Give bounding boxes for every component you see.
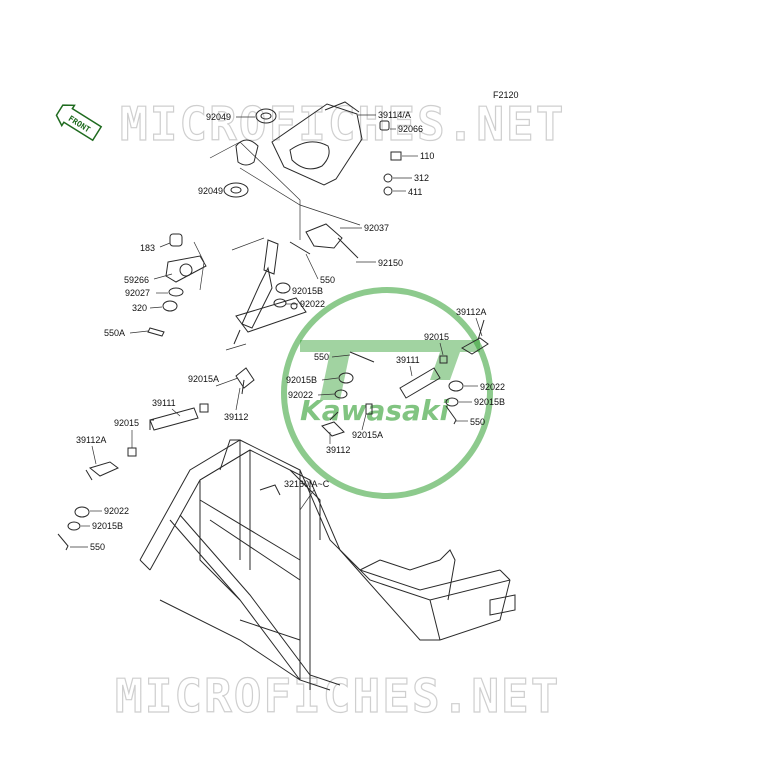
part-label: 92066 <box>398 124 423 134</box>
part-label: 92037 <box>364 223 389 233</box>
part-label: 550 <box>314 352 329 362</box>
part-label: 550 <box>90 542 105 552</box>
part-label: 39112A <box>456 307 486 317</box>
part-label: 92015A <box>352 430 383 440</box>
handlebar-holder-assembly <box>209 101 402 259</box>
part-label: 92049 <box>206 112 231 122</box>
part-label: 312 <box>414 173 429 183</box>
part-labels: 92049 39114/A 92066 110 312 411 92049 92… <box>70 110 505 552</box>
part-label: 92015 <box>114 418 139 428</box>
part-label: 92015B <box>286 375 317 385</box>
watermark-bottom: MICROFICHES.NET <box>115 669 560 723</box>
part-label: 92015B <box>292 286 323 296</box>
part-label: 550 <box>320 275 335 285</box>
part-label: 92015A <box>188 374 219 384</box>
part-label: 39112 <box>326 445 350 455</box>
front-arrow-icon: FRONT <box>55 104 103 142</box>
frame <box>139 439 516 691</box>
part-label: 92022 <box>104 506 129 516</box>
part-label: 92015B <box>474 397 505 407</box>
part-label: 92022 <box>480 382 505 392</box>
part-label: 59266 <box>124 275 149 285</box>
tie-rod-parts-left <box>57 241 311 551</box>
watermark-top: MICROFICHES.NET <box>120 97 565 151</box>
part-label: 92015B <box>92 521 123 531</box>
part-label: 550 <box>470 417 485 427</box>
part-label: 39112A <box>76 435 106 445</box>
part-label: 110 <box>420 151 434 161</box>
part-label: 32160/A~C <box>284 479 330 489</box>
part-label: 550A <box>104 328 125 338</box>
part-label: 92015 <box>424 332 449 342</box>
part-label: 92027 <box>125 288 150 298</box>
part-label: 183 <box>140 243 155 253</box>
part-label: 92150 <box>378 258 403 268</box>
figure-code: F2120 <box>493 90 519 100</box>
part-label: 92022 <box>300 299 325 309</box>
part-label: 92022 <box>288 390 313 400</box>
part-label: 39114/A <box>378 110 411 120</box>
bearing-housing <box>147 233 207 337</box>
kawasaki-logo: Kawasaki <box>281 287 493 499</box>
part-label: 39111 <box>152 398 176 408</box>
part-label: 320 <box>132 303 147 313</box>
part-label: 39111 <box>396 355 420 365</box>
logo-wordmark: Kawasaki <box>300 394 450 427</box>
part-label: 92049 <box>198 186 223 196</box>
steering-shaft <box>225 237 307 351</box>
part-label: 39112 <box>224 412 248 422</box>
part-label: 411 <box>408 187 422 197</box>
